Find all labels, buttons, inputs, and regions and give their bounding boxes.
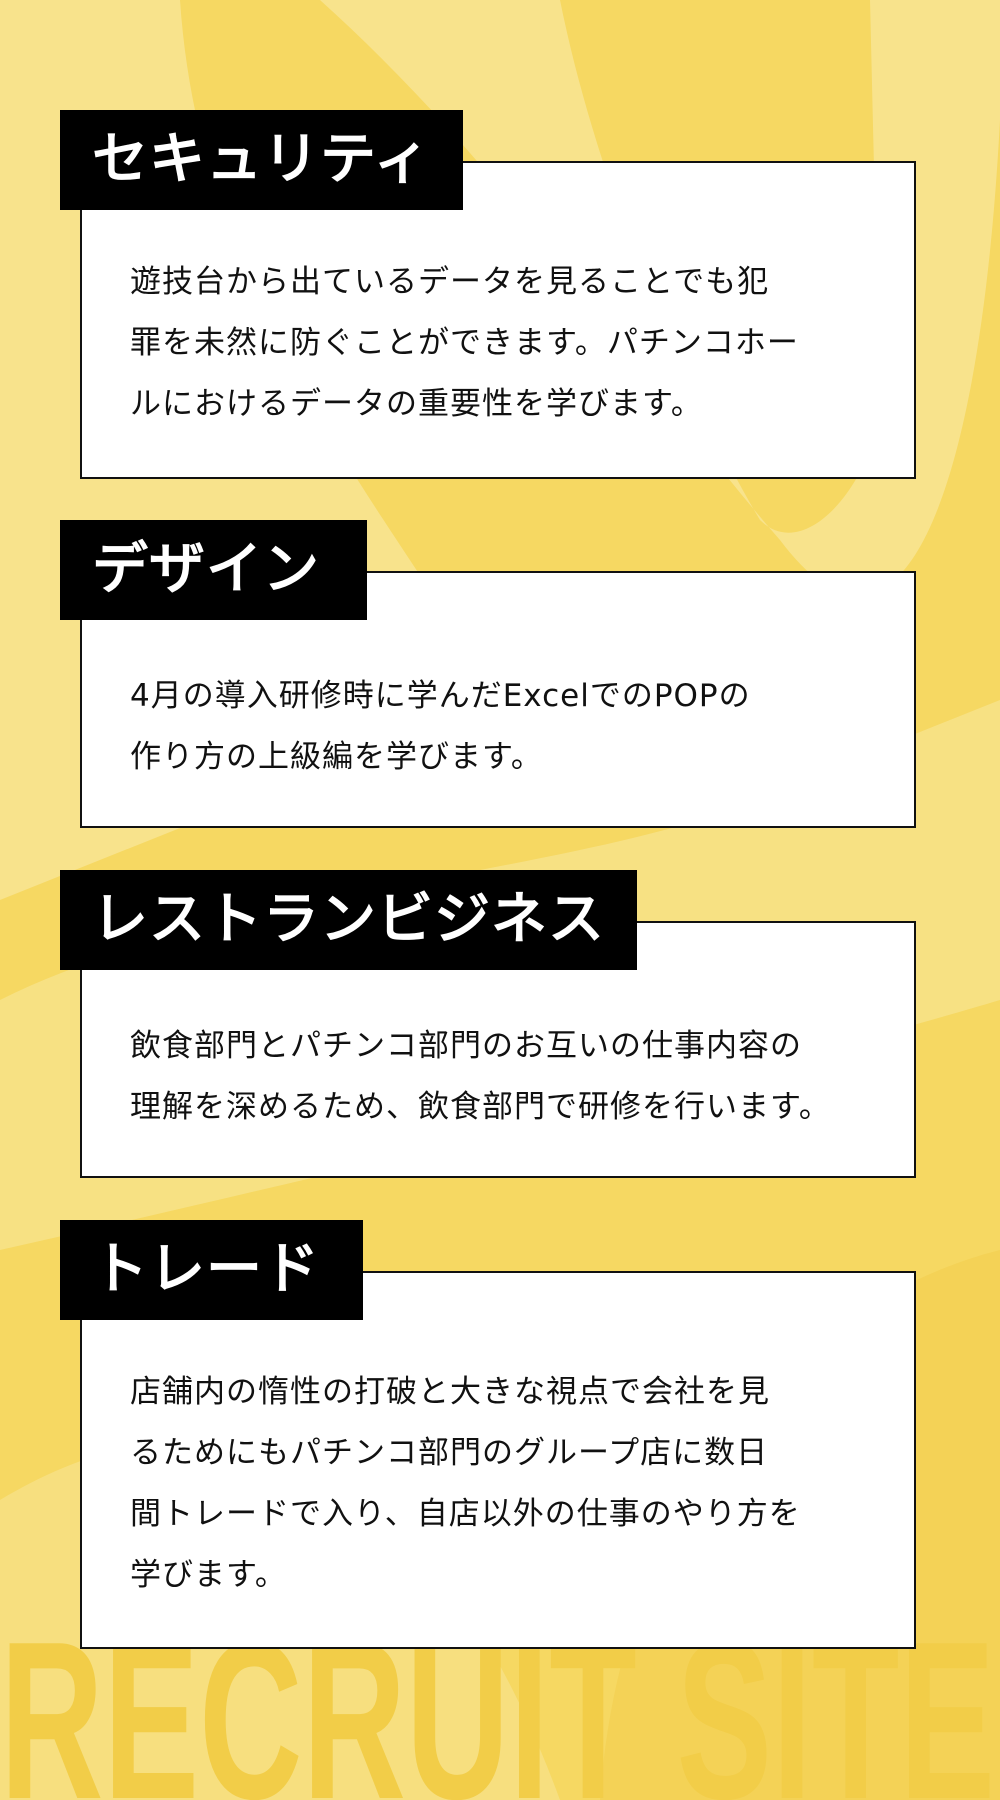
section-security-title: セキュリティ xyxy=(60,110,463,210)
recruit-site-watermark: RECRUIT SITE xyxy=(0,1630,995,1800)
section-restaurant-text: 飲食部門とパチンコ部門のお互いの仕事内容の 理解を深めるため、飲食部門で研修を行… xyxy=(130,1016,878,1138)
text-line: 4月の導入研修時に学んだExcelでのPOPの xyxy=(130,678,751,714)
section-security-text: 遊技台から出ているデータを見ることでも犯 罪を未然に防ぐことができます。パチンコ… xyxy=(130,252,878,435)
section-restaurant-title: レストランビジネス xyxy=(60,870,637,970)
section-trade-box: 店舗内の惰性の打破と大きな視点で会社を見 るためにもパチンコ部門のグループ店に数… xyxy=(80,1271,916,1649)
section-security-box: 遊技台から出ているデータを見ることでも犯 罪を未然に防ぐことができます。パチンコ… xyxy=(80,161,916,479)
section-trade-text: 店舗内の惰性の打破と大きな視点で会社を見 るためにもパチンコ部門のグループ店に数… xyxy=(130,1362,878,1606)
section-design-title: デザイン xyxy=(60,520,367,620)
text-line: 作り方の上級編を学びます。 xyxy=(130,739,543,775)
text-line: 店舗内の惰性の打破と大きな視点で会社を見 xyxy=(130,1374,770,1410)
text-line: 間トレードで入り、自店以外の仕事のやり方を xyxy=(130,1496,801,1532)
section-trade-title: トレード xyxy=(60,1220,363,1320)
section-design-text: 4月の導入研修時に学んだExcelでのPOPの 作り方の上級編を学びます。 xyxy=(130,666,878,788)
text-line: 理解を深めるため、飲食部門で研修を行います。 xyxy=(130,1089,831,1125)
text-line: 遊技台から出ているデータを見ることでも犯 xyxy=(130,264,770,300)
text-line: 飲食部門とパチンコ部門のお互いの仕事内容の xyxy=(130,1028,802,1064)
text-line: 学びます。 xyxy=(130,1557,287,1593)
text-line: 罪を未然に防ぐことができます。パチンコホー xyxy=(130,325,799,361)
text-line: ルにおけるデータの重要性を学びます。 xyxy=(130,386,703,422)
text-line: るためにもパチンコ部門のグループ店に数日 xyxy=(130,1435,769,1471)
watermark-text: RECRUIT SITE xyxy=(0,1630,995,1800)
